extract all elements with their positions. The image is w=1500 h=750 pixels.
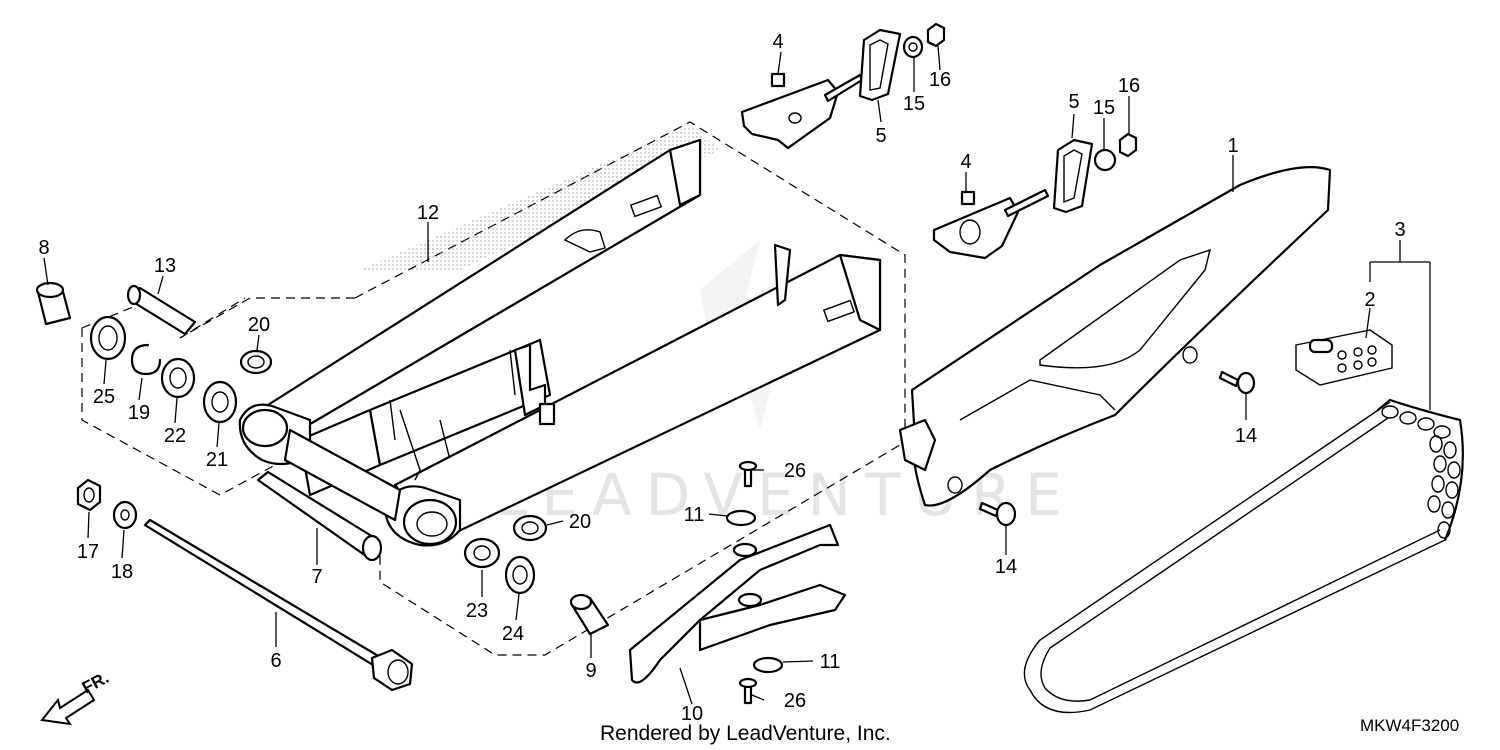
nut-16-upper[interactable] bbox=[926, 22, 946, 48]
callout-2: 2 bbox=[1364, 289, 1375, 311]
ball-bearing-21[interactable] bbox=[202, 380, 238, 424]
callout-16-upper: 16 bbox=[929, 69, 951, 91]
callout-10: 10 bbox=[681, 703, 703, 725]
pivot-bolt-6[interactable] bbox=[143, 518, 414, 692]
bolt-14-lower[interactable] bbox=[978, 501, 1017, 527]
oil-seal-25[interactable] bbox=[89, 315, 127, 361]
callout-14-upper: 14 bbox=[1235, 425, 1257, 447]
callout-15-upper: 15 bbox=[903, 93, 925, 115]
screw-26-lower[interactable] bbox=[738, 677, 758, 705]
pipe-7[interactable] bbox=[256, 470, 383, 562]
leader-lines bbox=[43, 45, 1431, 705]
callout-5-upper: 5 bbox=[875, 125, 886, 147]
diagram-code: MKW4F3200 bbox=[1360, 716, 1459, 735]
callout-22: 22 bbox=[164, 425, 186, 447]
callout-20-upper: 20 bbox=[248, 314, 270, 336]
adjuster-4-lower[interactable] bbox=[932, 188, 1050, 260]
needle-bearing-20-upper[interactable] bbox=[239, 349, 273, 375]
part-callouts: 1 2 3 4 4 5 5 6 7 8 9 10 11 11 12 13 14 … bbox=[38, 31, 1405, 725]
callout-4-lower: 4 bbox=[960, 151, 971, 173]
bushing-8[interactable] bbox=[35, 281, 72, 326]
callout-12: 12 bbox=[417, 202, 439, 224]
callout-18: 18 bbox=[111, 561, 133, 583]
plate-5-upper[interactable] bbox=[858, 28, 902, 102]
chain-case[interactable] bbox=[898, 166, 1332, 507]
washer-15-upper[interactable] bbox=[902, 35, 924, 59]
callout-26-upper: 26 bbox=[784, 460, 806, 482]
callout-11-upper: 11 bbox=[684, 504, 705, 526]
callout-25: 25 bbox=[93, 386, 115, 408]
callout-11-lower: 11 bbox=[820, 651, 841, 673]
nut-16-lower[interactable] bbox=[1118, 132, 1138, 158]
callout-23: 23 bbox=[466, 600, 488, 622]
callout-15-lower: 15 bbox=[1093, 97, 1115, 119]
plate-11-lower[interactable] bbox=[752, 656, 784, 674]
callout-3: 3 bbox=[1394, 219, 1405, 241]
chain-slider[interactable] bbox=[628, 523, 847, 684]
callout-24: 24 bbox=[502, 623, 524, 645]
callout-20-lower: 20 bbox=[569, 511, 591, 533]
callout-8: 8 bbox=[38, 237, 49, 259]
rendered-by-credit: Rendered by LeadVenture, Inc. bbox=[600, 722, 891, 745]
callout-1: 1 bbox=[1227, 135, 1238, 157]
callout-4-upper: 4 bbox=[772, 31, 783, 53]
collar-13[interactable] bbox=[126, 284, 197, 336]
washer-18[interactable] bbox=[112, 500, 138, 530]
washer-15-lower[interactable] bbox=[1093, 148, 1117, 172]
callout-16-lower: 16 bbox=[1118, 75, 1140, 97]
collar-9[interactable] bbox=[569, 593, 610, 636]
callout-19: 19 bbox=[128, 402, 150, 424]
swingarm-group-boundary bbox=[179, 121, 906, 656]
callout-17: 17 bbox=[77, 541, 99, 563]
adjuster-4-upper[interactable] bbox=[740, 72, 864, 150]
screw-26-upper[interactable] bbox=[738, 460, 758, 488]
callout-9: 9 bbox=[585, 660, 596, 682]
nut-17[interactable] bbox=[76, 478, 102, 512]
chain-joint[interactable] bbox=[1295, 329, 1393, 386]
callout-7: 7 bbox=[311, 566, 322, 588]
swingarm[interactable] bbox=[238, 125, 882, 547]
callout-5-lower: 5 bbox=[1068, 91, 1079, 113]
callout-13: 13 bbox=[154, 255, 176, 277]
circlip-19[interactable] bbox=[130, 343, 162, 376]
callout-21: 21 bbox=[206, 449, 228, 471]
seal-24[interactable] bbox=[504, 555, 536, 595]
plate-11-upper[interactable] bbox=[725, 509, 757, 527]
drive-chain[interactable] bbox=[1023, 398, 1464, 714]
callout-26-lower: 26 bbox=[784, 690, 806, 712]
needle-bearing-20-lower[interactable] bbox=[512, 514, 548, 542]
bolt-14-upper[interactable] bbox=[1218, 370, 1256, 395]
callout-14-lower: 14 bbox=[995, 556, 1017, 578]
bearing-23[interactable] bbox=[463, 537, 501, 569]
needle-bearing-22[interactable] bbox=[160, 357, 196, 399]
plate-5-lower[interactable] bbox=[1052, 138, 1094, 214]
callout-6: 6 bbox=[270, 650, 281, 672]
front-direction-arrow: FR. bbox=[40, 668, 112, 726]
